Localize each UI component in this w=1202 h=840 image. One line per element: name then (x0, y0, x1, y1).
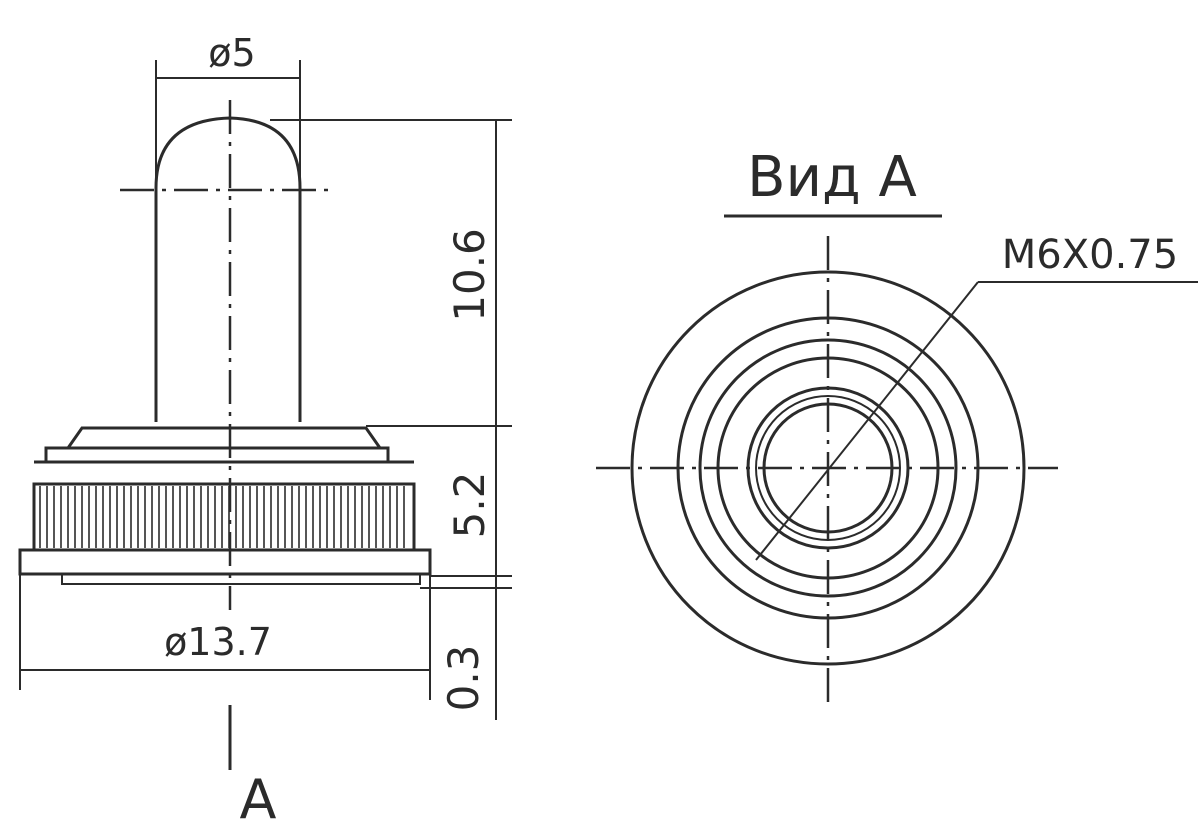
base-flange (18, 548, 432, 576)
cap-shoulder (66, 426, 382, 449)
cap-collar (44, 446, 390, 462)
stem-outline (154, 116, 302, 422)
dim-stem-diameter: ø5 (208, 31, 255, 75)
ring-2 (698, 338, 958, 598)
outer-circle (630, 270, 1026, 666)
end-view-title: Вид A (747, 145, 917, 210)
dim-washer-thickness: 0.3 (439, 645, 488, 712)
side-view: ø5 10.6 5.2 0.3 ø13.7 A (18, 31, 512, 831)
view-arrow-label: A (240, 768, 277, 831)
knurled-nut (32, 482, 416, 552)
dim-stem-height: 10.6 (445, 228, 494, 322)
thread-leader-diagonal (755, 281, 979, 561)
knurl-pattern (39, 486, 405, 548)
end-view: Вид A M6X0.75 (596, 145, 1198, 704)
thread-callout: M6X0.75 (1002, 232, 1178, 278)
dim-base-diameter: ø13.7 (164, 620, 272, 664)
washer (61, 574, 421, 585)
dim-base-height: 5.2 (445, 472, 494, 539)
